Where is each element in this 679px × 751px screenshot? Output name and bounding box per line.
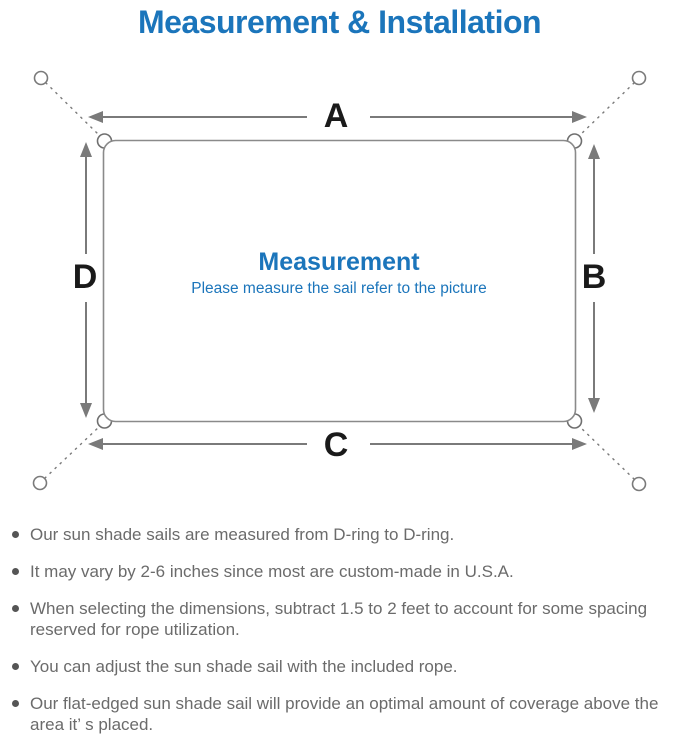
rope-line-bottom-left (44, 425, 101, 480)
anchor-ring-icon-top-right (631, 70, 647, 86)
dimension-label-b: B (582, 258, 607, 296)
dimension-arrow-b (588, 144, 600, 413)
diagram-center-title: Measurement (258, 248, 420, 276)
sail-diagram-svg: A C D B Measurement Please measure the s… (32, 70, 647, 492)
diagram-center-subtitle: Please measure the sail refer to the pic… (191, 280, 487, 297)
note-text: Our sun shade sails are measured from D-… (30, 525, 455, 544)
dimension-label-d: D (73, 258, 98, 296)
note-text: Our flat-edged sun shade sail will provi… (30, 694, 659, 734)
anchor-ring-icon-bottom-right (631, 476, 647, 492)
notes-list: Our sun shade sails are measured from D-… (11, 524, 671, 751)
note-item: It may vary by 2-6 inches since most are… (11, 561, 671, 582)
rope-line-top-right (578, 81, 635, 137)
note-item: Our sun shade sails are measured from D-… (11, 524, 671, 545)
sail-rectangle (102, 139, 577, 423)
dimension-arrow-c (88, 438, 587, 450)
bullet-dot-icon (12, 663, 19, 670)
bullet-dot-icon (12, 568, 19, 575)
anchor-ring-icon-bottom-left (32, 475, 48, 491)
note-item: When selecting the dimensions, subtract … (11, 598, 671, 640)
page-title: Measurement & Installation (137, 4, 542, 40)
bullet-dot-icon (12, 700, 19, 707)
note-item: You can adjust the sun shade sail with t… (11, 656, 671, 677)
measurement-diagram: A C D B Measurement Please measure the s… (0, 50, 679, 515)
note-text: When selecting the dimensions, subtract … (30, 599, 648, 639)
dimension-label-c: C (324, 426, 349, 464)
rope-line-top-left (45, 82, 101, 137)
bullet-dot-icon (12, 531, 19, 538)
dimension-arrow-d (80, 142, 92, 418)
anchor-ring-icon-top-left (33, 70, 49, 86)
dimension-arrow-a (88, 111, 587, 123)
note-item: Our flat-edged sun shade sail will provi… (11, 693, 671, 735)
note-text: You can adjust the sun shade sail with t… (30, 657, 458, 676)
bullet-dot-icon (12, 605, 19, 612)
rope-line-bottom-right (578, 425, 635, 481)
dimension-label-a: A (324, 97, 349, 135)
note-text: It may vary by 2-6 inches since most are… (30, 562, 514, 581)
